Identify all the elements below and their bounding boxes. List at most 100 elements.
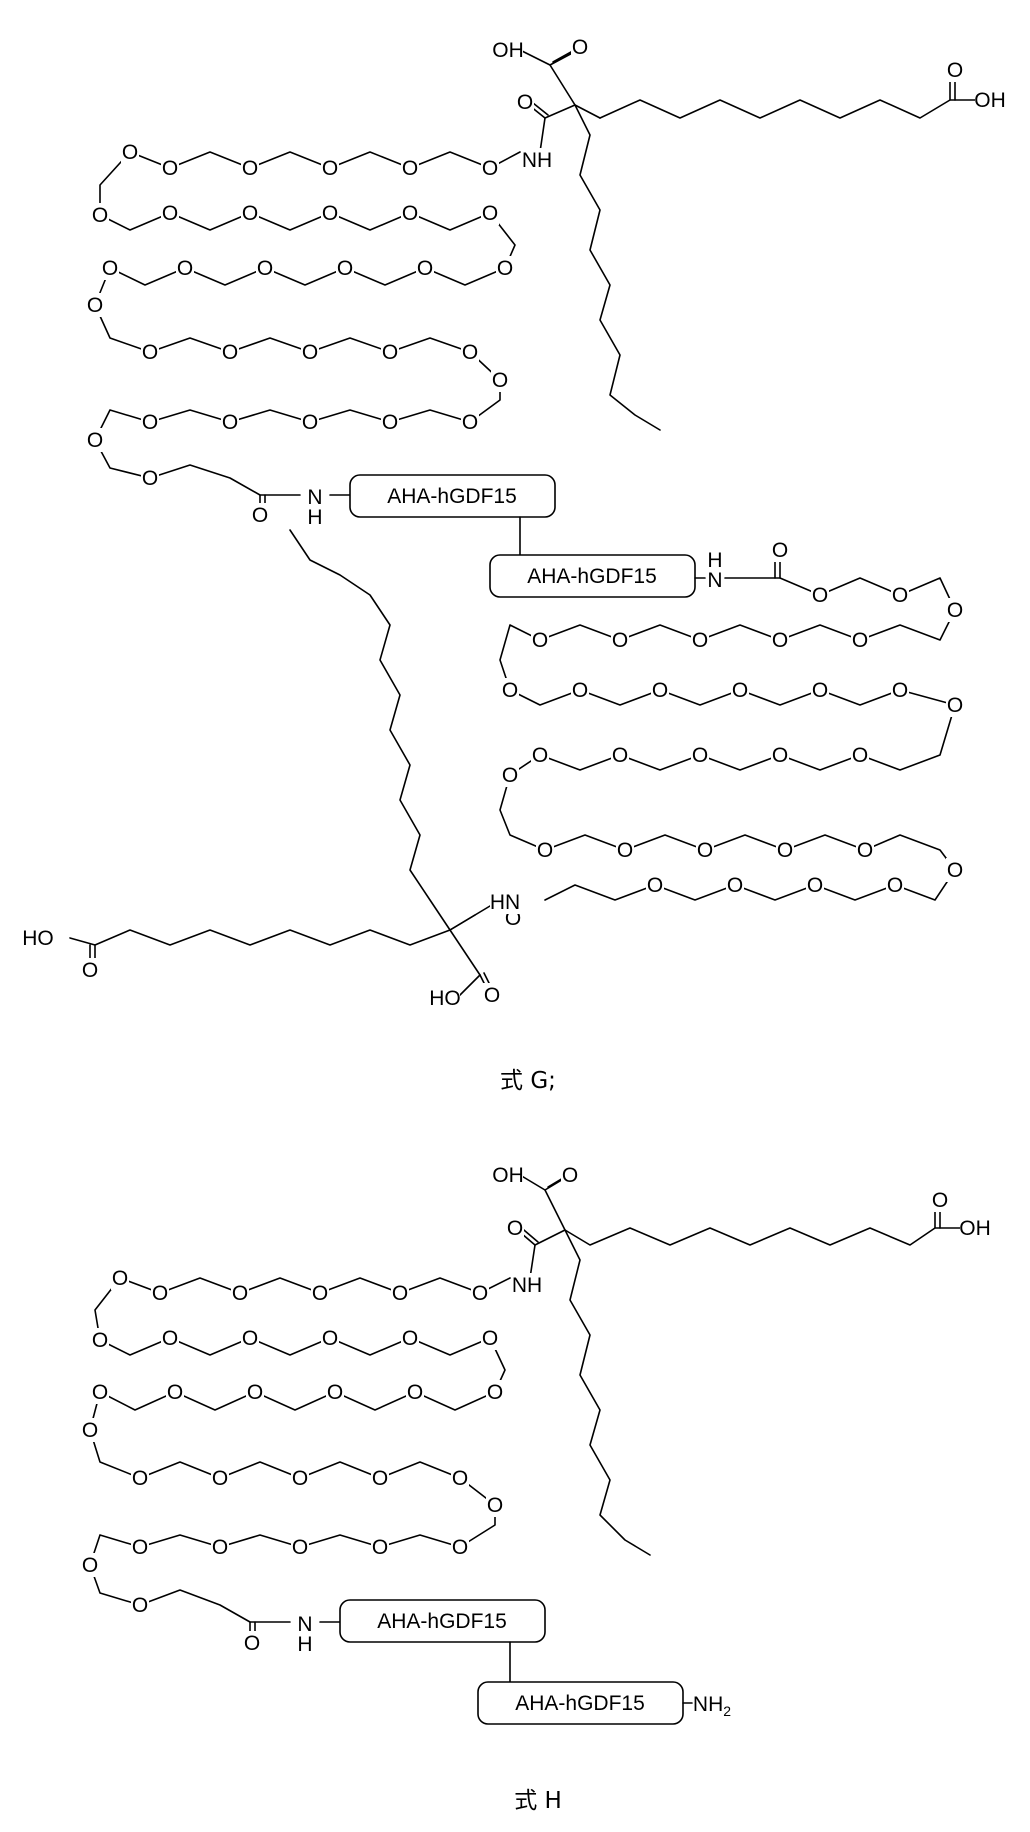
- hydroxyl-label: HO: [429, 987, 461, 1010]
- oxygen-label: O: [532, 629, 548, 652]
- oxygen-label: O: [292, 1536, 308, 1559]
- oxygen-label: O: [152, 1282, 168, 1305]
- formula-g-caption: 式 G;: [500, 1068, 556, 1094]
- oxygen-label: O: [852, 744, 868, 767]
- oxygen-label: O: [502, 764, 518, 787]
- oxygen-label: O: [302, 411, 318, 434]
- protein-label: AHA-hGDF15: [387, 485, 517, 508]
- oxygen-label: O: [82, 1419, 98, 1442]
- oxygen-label: O: [612, 744, 628, 767]
- oxygen-label: O: [257, 257, 273, 280]
- oxygen-label: O: [87, 294, 103, 317]
- oxygen-label: O: [232, 1282, 248, 1305]
- formula-g-peg-chain-lower: [500, 550, 955, 900]
- formula-g-lipid-head: [520, 47, 985, 430]
- formula-h-caption: 式 H: [514, 1788, 562, 1814]
- oxygen-label: O: [947, 59, 963, 82]
- oxygen-label: O: [322, 1327, 338, 1350]
- oxygen-label: O: [382, 411, 398, 434]
- hydroxyl-label: OH: [959, 1217, 991, 1240]
- oxygen-label: O: [772, 629, 788, 652]
- oxygen-label: O: [392, 1282, 408, 1305]
- oxygen-label: O: [462, 341, 478, 364]
- oxygen-label: O: [87, 429, 103, 452]
- hydroxyl-label: HO: [22, 927, 54, 950]
- oxygen-label: O: [122, 141, 138, 164]
- oxygen-label: O: [772, 744, 788, 767]
- oxygen-label: O: [82, 1554, 98, 1577]
- oxygen-label: O: [402, 157, 418, 180]
- oxygen-label: O: [372, 1536, 388, 1559]
- oxygen-label: O: [167, 1381, 183, 1404]
- oxygen-label: O: [857, 839, 873, 862]
- oxygen-label: O: [382, 341, 398, 364]
- oxygen-label: O: [647, 874, 663, 897]
- oxygen-label: O: [562, 1164, 578, 1187]
- oxygen-label: O: [417, 257, 433, 280]
- hydrogen-label: H: [307, 506, 322, 529]
- hydrogen-label: H: [297, 1633, 312, 1656]
- oxygen-label: O: [772, 539, 788, 562]
- oxygen-label: O: [892, 679, 908, 702]
- oxygen-label: O: [502, 679, 518, 702]
- oxygen-label: O: [222, 411, 238, 434]
- formula-g-protein-box-bottom: AHA-hGDF15: [490, 555, 695, 597]
- nitrogen-label: N: [707, 569, 722, 592]
- oxygen-label: O: [92, 204, 108, 227]
- oxygen-label: O: [697, 839, 713, 862]
- oxygen-label: O: [132, 1536, 148, 1559]
- oxygen-label: O: [112, 1267, 128, 1290]
- oxygen-label: O: [652, 679, 668, 702]
- oxygen-label: O: [732, 679, 748, 702]
- oxygen-label: O: [807, 874, 823, 897]
- oxygen-label: O: [452, 1467, 468, 1490]
- oxygen-label: O: [692, 629, 708, 652]
- oxygen-label: O: [947, 599, 963, 622]
- oxygen-label: O: [482, 202, 498, 225]
- oxygen-label: O: [212, 1536, 228, 1559]
- protein-label: AHA-hGDF15: [515, 1692, 645, 1715]
- oxygen-label: O: [692, 744, 708, 767]
- amine-subscript: 2: [723, 1703, 731, 1719]
- formula-h-protein-box-bottom: AHA-hGDF15: [478, 1682, 683, 1724]
- oxygen-label: O: [142, 467, 158, 490]
- oxygen-label: O: [302, 341, 318, 364]
- oxygen-label: O: [322, 157, 338, 180]
- oxygen-label: O: [947, 694, 963, 717]
- oxygen-label: O: [887, 874, 903, 897]
- oxygen-label: O: [312, 1282, 328, 1305]
- formula-g-lipid-head-lower: [70, 530, 513, 995]
- oxygen-label: O: [337, 257, 353, 280]
- formula-g-structure: AHA-hGDF15 AHA-hGDF15: [70, 47, 985, 995]
- oxygen-label: O: [244, 1632, 260, 1655]
- oxygen-label: O: [402, 202, 418, 225]
- oxygen-label: O: [812, 679, 828, 702]
- formula-h-lipid-head: [515, 1172, 965, 1555]
- amide-label: NH: [522, 149, 552, 172]
- oxygen-label: O: [247, 1381, 263, 1404]
- oxygen-label: O: [92, 1329, 108, 1352]
- oxygen-label: O: [162, 1327, 178, 1350]
- hydroxyl-label: OH: [492, 39, 524, 62]
- oxygen-label: O: [132, 1594, 148, 1617]
- formula-h-structure: AHA-hGDF15 AHA-hGDF15: [90, 1172, 965, 1724]
- oxygen-label: O: [487, 1494, 503, 1517]
- hydroxyl-label: OH: [492, 1164, 524, 1187]
- oxygen-label: O: [612, 629, 628, 652]
- oxygen-label: O: [222, 341, 238, 364]
- oxygen-label: O: [132, 1467, 148, 1490]
- oxygen-label: O: [517, 91, 533, 114]
- oxygen-label: O: [727, 874, 743, 897]
- oxygen-label: O: [242, 1327, 258, 1350]
- protein-label: AHA-hGDF15: [527, 565, 657, 588]
- oxygen-label: O: [777, 839, 793, 862]
- oxygen-label: O: [507, 1217, 523, 1240]
- oxygen-label: O: [162, 202, 178, 225]
- oxygen-label: O: [162, 157, 178, 180]
- oxygen-label: O: [292, 1467, 308, 1490]
- protein-label: AHA-hGDF15: [377, 1610, 507, 1633]
- oxygen-label: O: [252, 504, 268, 527]
- oxygen-label: O: [322, 202, 338, 225]
- oxygen-label: O: [892, 584, 908, 607]
